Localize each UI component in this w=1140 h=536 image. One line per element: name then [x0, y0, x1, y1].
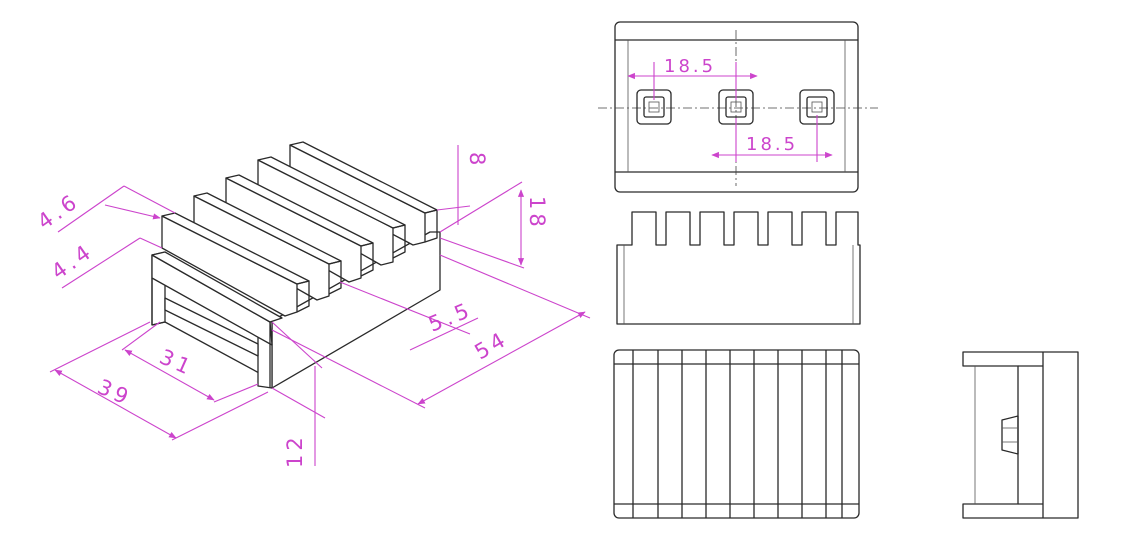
top-view: 18.5 18.5 [598, 21, 878, 193]
dim-fin-gap: 4.4 [47, 238, 98, 284]
dim-length: 54 [471, 326, 513, 364]
front-view [616, 211, 861, 325]
dim-total-height: 18 [525, 196, 549, 231]
dim-inner-width: 31 [156, 345, 197, 381]
dim-leg-height: 12 [283, 433, 307, 468]
dim-fin-thickness: 4.6 [33, 188, 84, 234]
dim-outer-width: 39 [94, 375, 135, 411]
dim-hole-pitch-right: 18.5 [746, 134, 798, 155]
side-view [962, 351, 1079, 519]
isometric-view [151, 141, 441, 389]
dim-fin-height: 8 [465, 152, 489, 169]
dim-hole-pitch-left: 18.5 [664, 56, 716, 77]
bottom-view [613, 349, 860, 519]
